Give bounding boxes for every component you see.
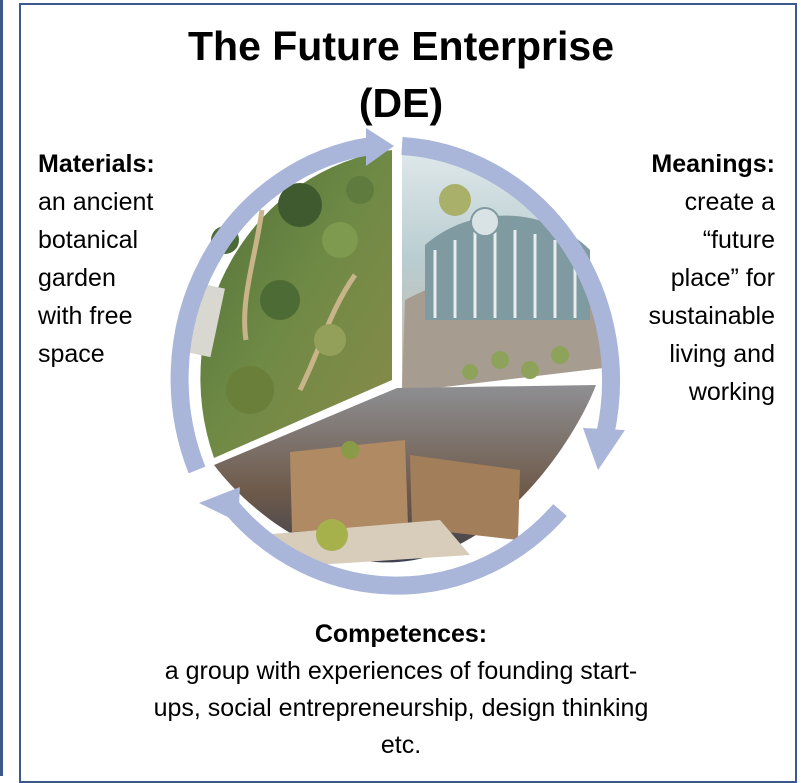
garden-photo: [183, 150, 392, 458]
arrow-head-right: [583, 428, 625, 470]
materials-label: Materials: an ancient botanical garden w…: [38, 145, 155, 373]
materials-line: an ancient: [38, 188, 154, 216]
materials-heading: Materials:: [38, 150, 155, 178]
meanings-line: place” for: [670, 264, 775, 292]
arc-bottom-to-top: [170, 137, 373, 474]
materials-line: garden: [38, 264, 116, 292]
meanings-line: living and: [669, 340, 775, 368]
competences-line: a group with experiences of founding sta…: [164, 657, 638, 685]
meanings-line: create a: [684, 188, 775, 216]
meanings-label: Meanings: create a “future place” for su…: [649, 145, 775, 411]
materials-line: with free: [38, 302, 133, 330]
meanings-line: working: [688, 378, 775, 406]
arrow-head-top: [366, 128, 394, 166]
title-line-2: (DE): [358, 80, 444, 126]
future-place-rendering: [402, 150, 603, 392]
materials-line: space: [38, 340, 105, 368]
diagram-title: The Future Enterprise (DE): [0, 18, 802, 132]
arc-top-to-right: [401, 137, 620, 437]
arrow-heads: [199, 128, 625, 522]
meanings-heading: Meanings:: [651, 150, 775, 178]
competences-line: ups, social entrepreneurship, design thi…: [153, 694, 649, 722]
arc-right-to-bottom: [225, 502, 567, 595]
competences-line: etc.: [380, 731, 422, 759]
competences-heading: Competences:: [314, 620, 488, 648]
competences-label: Competences: a group with experiences of…: [0, 616, 802, 764]
meanings-line: sustainable: [648, 302, 775, 330]
cardboard-model-photo: [214, 385, 596, 566]
materials-line: botanical: [38, 226, 139, 254]
cycle-arrows: [170, 137, 620, 595]
title-line-1: The Future Enterprise: [187, 23, 614, 69]
arrow-head-bottom: [199, 487, 240, 522]
meanings-line: “future: [702, 226, 775, 254]
left-edge-line: [0, 0, 3, 776]
